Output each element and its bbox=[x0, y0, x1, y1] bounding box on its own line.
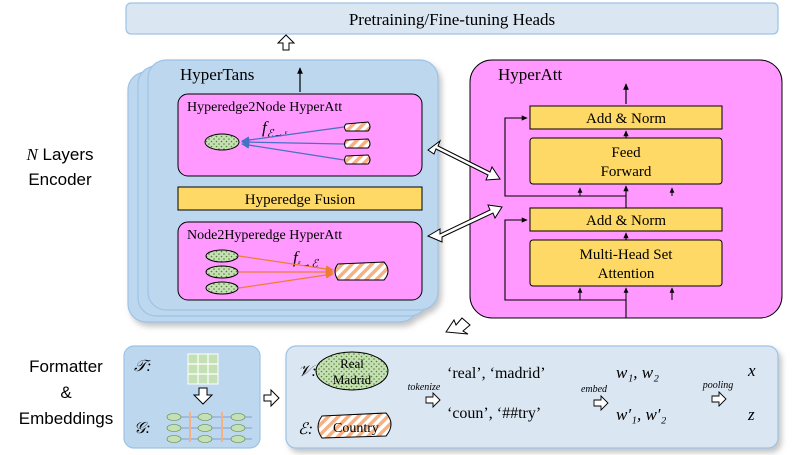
edge-label: Country bbox=[333, 421, 379, 436]
formatter-label: Formatter & Embeddings bbox=[19, 357, 114, 428]
pretraining-heads-box: Pretraining/Fine-tuning Heads bbox=[125, 2, 779, 35]
table-grid-icon bbox=[187, 353, 219, 385]
n2h-node-ellipse-2 bbox=[205, 265, 239, 279]
word-embeddings-top: w₁, w₂ bbox=[616, 363, 659, 382]
down-hollow-arrow-icon bbox=[192, 387, 214, 405]
formatter-to-embeddings-arrow-icon bbox=[263, 388, 280, 408]
h2n-hyperedge-2 bbox=[344, 138, 371, 149]
node2hyperedge-title: Node2Hyperedge HyperAtt bbox=[187, 228, 342, 243]
svg-text:N Layers: N Layers bbox=[25, 145, 93, 164]
formatter-panel: 𝒯: 𝒢: bbox=[123, 345, 261, 449]
node-label-line2: Madrid bbox=[333, 372, 372, 387]
n2h-hyperedge bbox=[334, 261, 389, 281]
tokenize-label: tokenize bbox=[408, 382, 441, 393]
hyperedge-fusion-label: Hyperedge Fusion bbox=[245, 192, 356, 208]
h2n-hyperedge-3 bbox=[344, 154, 371, 165]
hypertrans-title: HyperTans bbox=[180, 65, 254, 84]
feed-forward-line2: Forward bbox=[601, 164, 652, 180]
add-norm-bottom-box bbox=[529, 207, 723, 232]
n2h-link-arrow-icon bbox=[426, 204, 503, 243]
h2n-node-ellipse bbox=[204, 133, 240, 151]
node-label-line1: Real bbox=[340, 356, 364, 371]
embed-label: embed bbox=[581, 384, 608, 395]
add-norm-top-box bbox=[529, 105, 723, 130]
graph-symbol: 𝒢: bbox=[134, 420, 151, 437]
mhsa-line2: Attention bbox=[598, 266, 655, 282]
add-norm-top-label: Add & Norm bbox=[586, 111, 666, 127]
h2n-hyperedge-1 bbox=[344, 121, 371, 132]
n2h-node-ellipse-1 bbox=[205, 249, 239, 263]
tokens-top: ‘real’, ‘madrid’ bbox=[447, 365, 546, 382]
svg-text:&: & bbox=[60, 383, 72, 402]
embed-up-arrow-icon bbox=[445, 317, 471, 335]
hypergraph-icon bbox=[166, 412, 252, 443]
node-set-symbol: 𝒱: bbox=[298, 363, 317, 380]
mhsa-line1: Multi-Head Set bbox=[580, 247, 674, 263]
hollow-link-arrows bbox=[426, 139, 503, 335]
real-madrid-node bbox=[315, 351, 389, 391]
node-embedding-x: x bbox=[747, 361, 756, 380]
feed-forward-line1: Feed bbox=[611, 145, 641, 161]
pretraining-heads-label: Pretraining/Fine-tuning Heads bbox=[349, 10, 555, 29]
tokens-bottom: ‘coun’, ‘##try’ bbox=[447, 405, 541, 422]
embed-arrow-icon bbox=[593, 394, 609, 412]
hyperedge2node-title: Hyperedge2Node HyperAtt bbox=[187, 100, 342, 115]
tokenize-arrow-icon bbox=[425, 391, 441, 409]
hyperedge2node-block: Hyperedge2Node HyperAtt fℰ→ᵋ bbox=[177, 93, 423, 177]
pooling-arrow-icon bbox=[711, 390, 727, 408]
feed-forward-box bbox=[529, 137, 723, 185]
hyperatt-panel: HyperAtt Add & Norm Feed Forward Add & N… bbox=[469, 59, 783, 319]
edge-embedding-z: z bbox=[747, 405, 755, 424]
hollow-up-arrow-icon bbox=[276, 34, 296, 51]
encoder-label: N Layers Encoder bbox=[25, 145, 93, 189]
n2h-node-ellipse-3 bbox=[205, 281, 239, 295]
hyperedge-fusion-block: Hyperedge Fusion bbox=[177, 186, 423, 211]
hyperatt-title: HyperAtt bbox=[498, 65, 562, 84]
svg-text:Encoder: Encoder bbox=[28, 170, 92, 189]
word-embeddings-bottom: w′₁, w′₂ bbox=[616, 405, 667, 424]
pooling-label: pooling bbox=[702, 380, 734, 391]
country-hyperedge bbox=[317, 412, 392, 439]
embeddings-panel: 𝒱: Real Madrid ℰ: Country tokenize ‘real… bbox=[285, 345, 779, 449]
edge-set-symbol: ℰ: bbox=[298, 421, 313, 438]
multi-head-set-attention-box bbox=[529, 239, 723, 287]
svg-text:Formatter: Formatter bbox=[29, 357, 103, 376]
h2n-link-arrow-icon bbox=[427, 139, 501, 181]
node2hyperedge-block: Node2Hyperedge HyperAtt fᵋ→ℰ bbox=[177, 221, 423, 301]
table-symbol: 𝒯: bbox=[134, 358, 152, 375]
add-norm-bottom-label: Add & Norm bbox=[586, 213, 666, 229]
svg-text:Embeddings: Embeddings bbox=[19, 409, 114, 428]
